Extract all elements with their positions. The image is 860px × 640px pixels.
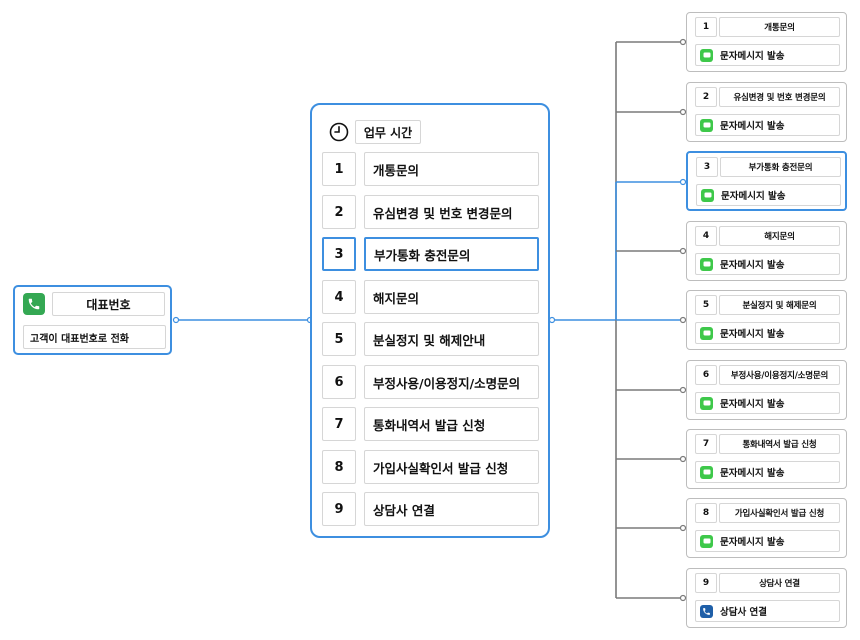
card-action: 문자메시지 발송 [695,253,840,275]
connector-dot [679,108,687,116]
outcome-card-6[interactable]: 6 부정사용/이용정지/소명문의 문자메시지 발송 [686,360,847,420]
card-action: 문자메시지 발송 [695,392,840,414]
menu-option-label: 개통문의 [364,152,539,186]
message-icon [701,188,714,202]
outcome-card-2[interactable]: 2 유심변경 및 번호 변경문의 문자메시지 발송 [686,82,847,142]
card-action-label: 문자메시지 발송 [720,51,785,62]
card-number: 5 [695,295,717,315]
message-icon [700,48,713,62]
card-number: 1 [695,17,717,37]
card-action: 문자메시지 발송 [695,44,840,66]
card-action-label: 문자메시지 발송 [720,260,785,271]
menu-option-number: 5 [322,322,356,356]
card-title: 통화내역서 발급 신청 [719,434,840,454]
phone-icon [23,293,45,315]
menu-option-1[interactable]: 1 개통문의 [322,152,539,186]
connector-dot [679,386,687,394]
menu-option-number: 2 [322,195,356,229]
card-action-label: 문자메시지 발송 [720,329,785,340]
card-number: 3 [696,157,718,177]
outcome-card-4[interactable]: 4 해지문의 문자메시지 발송 [686,221,847,281]
card-number: 8 [695,503,717,523]
card-number: 7 [695,434,717,454]
menu-option-number: 1 [322,152,356,186]
card-number: 6 [695,365,717,385]
outcome-card-8[interactable]: 8 가입사실확인서 발급 신청 문자메시지 발송 [686,498,847,558]
card-action-label: 문자메시지 발송 [720,537,785,548]
menu-option-label: 상담사 연결 [364,492,539,526]
menu-option-8[interactable]: 8 가입사실확인서 발급 신청 [322,450,539,484]
menu-option-number: 7 [322,407,356,441]
connector-dot [548,316,556,324]
menu-option-4[interactable]: 4 해지문의 [322,280,539,314]
card-title: 개통문의 [719,17,840,37]
card-title: 상담사 연결 [719,573,840,593]
outcome-card-3[interactable]: 3 부가통화 충전문의 문자메시지 발송 [686,151,847,211]
card-action-label: 상담사 연결 [720,607,768,618]
menu-option-2[interactable]: 2 유심변경 및 번호 변경문의 [322,195,539,229]
menu-title: 업무 시간 [355,120,421,144]
menu-option-label: 분실정지 및 해제안내 [364,322,539,356]
menu-option-label: 유심변경 및 번호 변경문의 [364,195,539,229]
card-number: 9 [695,573,717,593]
menu-option-number: 4 [322,280,356,314]
connector-dot [679,594,687,602]
menu-option-number: 3 [322,237,356,271]
outcome-card-9[interactable]: 9 상담사 연결 상담사 연결 [686,568,847,628]
menu-option-label: 부가통화 충전문의 [364,237,539,271]
card-title: 해지문의 [719,226,840,246]
connector-dot [172,316,180,324]
card-title: 부가통화 충전문의 [720,157,841,177]
message-icon [700,326,713,340]
card-action: 문자메시지 발송 [696,184,841,206]
connector-dot [679,524,687,532]
card-action: 문자메시지 발송 [695,461,840,483]
menu-option-number: 8 [322,450,356,484]
menu-option-9[interactable]: 9 상담사 연결 [322,492,539,526]
message-icon [700,534,713,548]
card-title: 가입사실확인서 발급 신청 [719,503,840,523]
connector-dot [679,38,687,46]
message-icon [700,257,713,271]
outcome-card-1[interactable]: 1 개통문의 문자메시지 발송 [686,12,847,72]
card-number: 2 [695,87,717,107]
outcome-card-5[interactable]: 5 분실정지 및 해제문의 문자메시지 발송 [686,290,847,350]
message-icon [700,118,713,132]
entry-node[interactable]: 대표번호 고객이 대표번호로 전화 [13,285,172,355]
menu-option-label: 해지문의 [364,280,539,314]
card-number: 4 [695,226,717,246]
card-action: 문자메시지 발송 [695,322,840,344]
menu-option-label: 가입사실확인서 발급 신청 [364,450,539,484]
message-icon [700,465,713,479]
menu-option-label: 통화내역서 발급 신청 [364,407,539,441]
connector-dot [679,316,687,324]
card-action-label: 문자메시지 발송 [720,399,785,410]
phone-icon [700,604,713,618]
menu-option-number: 9 [322,492,356,526]
entry-description: 고객이 대표번호로 전화 [23,325,166,349]
card-title: 유심변경 및 번호 변경문의 [719,87,840,107]
card-title: 부정사용/이용정지/소명문의 [719,365,840,385]
card-title: 분실정지 및 해제문의 [719,295,840,315]
message-icon [700,396,713,410]
outcome-card-7[interactable]: 7 통화내역서 발급 신청 문자메시지 발송 [686,429,847,489]
menu-option-3[interactable]: 3 부가통화 충전문의 [322,237,539,271]
ivr-menu-node[interactable]: 업무 시간 1 개통문의 2 유심변경 및 번호 변경문의 3 부가통화 충전문… [310,103,550,538]
menu-option-7[interactable]: 7 통화내역서 발급 신청 [322,407,539,441]
card-action-label: 문자메시지 발송 [721,191,786,202]
connector-dot [679,455,687,463]
entry-title: 대표번호 [52,292,165,316]
card-action-label: 문자메시지 발송 [720,121,785,132]
menu-option-5[interactable]: 5 분실정지 및 해제안내 [322,322,539,356]
menu-option-number: 6 [322,365,356,399]
menu-option-label: 부정사용/이용정지/소명문의 [364,365,539,399]
connector-dot [679,247,687,255]
clock-icon [329,122,349,142]
connector-dot [679,178,687,186]
menu-option-6[interactable]: 6 부정사용/이용정지/소명문의 [322,365,539,399]
card-action-label: 문자메시지 발송 [720,468,785,479]
card-action: 문자메시지 발송 [695,114,840,136]
card-action: 상담사 연결 [695,600,840,622]
card-action: 문자메시지 발송 [695,530,840,552]
